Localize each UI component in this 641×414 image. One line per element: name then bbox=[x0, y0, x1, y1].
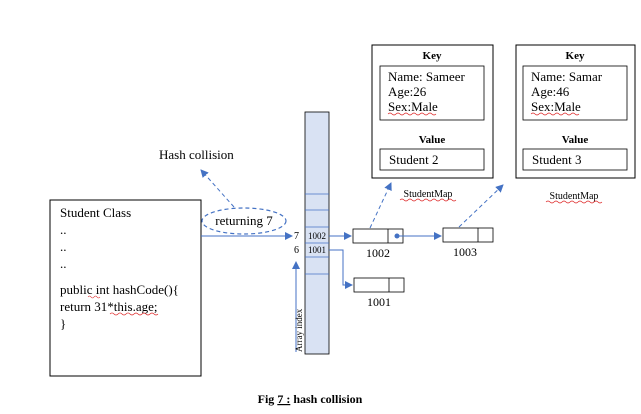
map2-sex: Sex:Male bbox=[531, 99, 581, 114]
hash-collision-arrow bbox=[200, 169, 235, 208]
map1-name: Name: Sameer bbox=[388, 69, 466, 84]
map2-value-title: Value bbox=[562, 134, 589, 146]
node-1003-label: 1003 bbox=[453, 245, 477, 259]
index6-to-1001-arrow bbox=[329, 249, 353, 289]
map1-value: Student 2 bbox=[389, 152, 438, 167]
map2-caption: StudentMap bbox=[550, 191, 599, 202]
map1-age: Age:26 bbox=[388, 84, 427, 99]
array-cell-1001: 1001 bbox=[308, 245, 326, 255]
class-line-method: public int hashCode(){ bbox=[60, 282, 179, 297]
index-7-label: 7 bbox=[294, 231, 299, 242]
array-index-label: Array index bbox=[294, 308, 304, 352]
map1-value-title: Value bbox=[419, 134, 446, 146]
node-1002 bbox=[352, 228, 404, 244]
hash-array: 1002 1001 bbox=[304, 111, 330, 355]
map1-caption: StudentMap bbox=[404, 189, 453, 200]
map2-age: Age:46 bbox=[531, 84, 570, 99]
student-map-1: Key Name: Sameer Age:26 Sex:Male Value S… bbox=[371, 44, 494, 179]
array-cell-1002: 1002 bbox=[308, 231, 326, 241]
map2-key-title: Key bbox=[566, 50, 585, 62]
returning-ellipse bbox=[201, 207, 287, 235]
index-6-label: 6 bbox=[294, 245, 299, 256]
1003-to-map2-arrow bbox=[458, 184, 504, 228]
class-line-1: Student Class bbox=[60, 205, 131, 220]
1002-to-map1-arrow bbox=[369, 182, 392, 229]
caption-prefix: Fig bbox=[258, 392, 278, 406]
node-1001 bbox=[353, 277, 405, 293]
node-1002-label: 1002 bbox=[366, 246, 390, 260]
class-line-return: return 31*this.age; bbox=[60, 299, 157, 314]
map2-value: Student 3 bbox=[532, 152, 581, 167]
class-line-4: .. bbox=[60, 256, 67, 271]
node-1003 bbox=[442, 227, 494, 243]
map1-key-title: Key bbox=[423, 50, 442, 62]
returning-label: returning 7 bbox=[215, 213, 273, 228]
figure-caption: Fig 7 : hash collision bbox=[258, 392, 363, 406]
hash-collision-label: Hash collision bbox=[159, 147, 234, 162]
node-1001-label: 1001 bbox=[367, 295, 391, 309]
class-line-3: .. bbox=[60, 239, 67, 254]
student-map-2: Key Name: Samar Age:46 Sex:Male Value St… bbox=[515, 44, 636, 179]
student-class-box: Student Class .. .. .. public int hashCo… bbox=[49, 199, 202, 377]
caption-number: 7 : bbox=[277, 392, 290, 406]
map2-name: Name: Samar bbox=[531, 69, 603, 84]
caption-text: hash collision bbox=[290, 392, 362, 406]
class-line-2: .. bbox=[60, 222, 67, 237]
class-line-close: } bbox=[60, 316, 66, 331]
map1-sex: Sex:Male bbox=[388, 99, 438, 114]
